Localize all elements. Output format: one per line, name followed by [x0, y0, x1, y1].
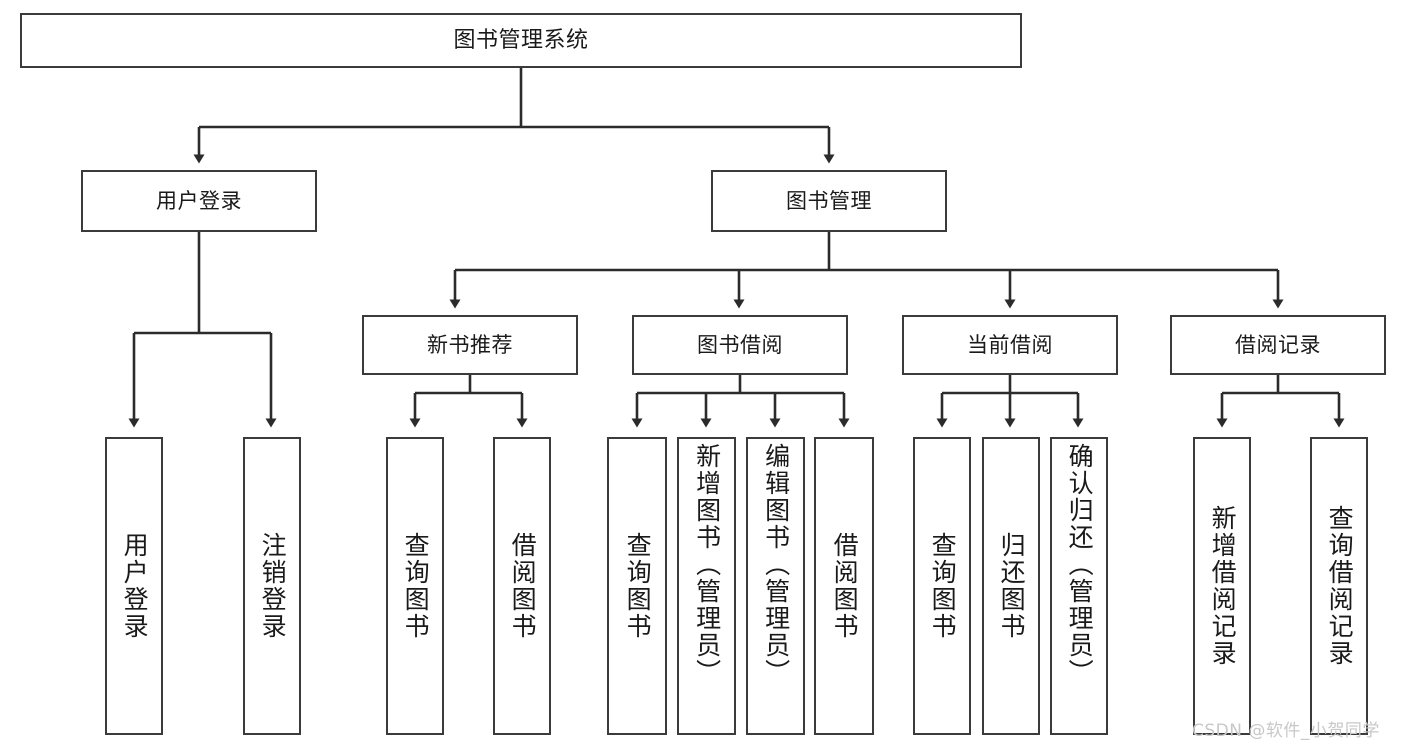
- node-label: 借阅图书: [830, 532, 860, 640]
- node-label: 归还图书: [997, 532, 1027, 640]
- node-current-borrow[interactable]: 当前借阅: [902, 315, 1118, 375]
- leaf-edit-book-admin[interactable]: 编辑图书（管理员）: [746, 437, 805, 735]
- node-label: 查询借阅记录: [1325, 505, 1355, 667]
- node-label: 查询图书: [401, 532, 431, 640]
- leaf-add-borrow-record[interactable]: 新增借阅记录: [1193, 437, 1251, 735]
- node-label: 用户登录: [120, 532, 150, 640]
- node-label: 当前借阅: [967, 332, 1053, 357]
- leaf-borrow-book[interactable]: 借阅图书: [814, 437, 874, 735]
- leaf-confirm-return-admin[interactable]: 确认归还（管理员）: [1050, 437, 1108, 735]
- node-label: 借阅图书: [508, 532, 538, 640]
- node-label: 查询图书: [928, 532, 958, 640]
- node-label: 新增借阅记录: [1208, 505, 1238, 667]
- leaf-add-book-admin[interactable]: 新增图书（管理员）: [677, 437, 736, 735]
- node-root-system[interactable]: 图书管理系统: [20, 13, 1022, 68]
- leaf-logout[interactable]: 注销登录: [243, 437, 301, 735]
- leaf-return-book[interactable]: 归还图书: [982, 437, 1040, 735]
- node-label: 图书借阅: [697, 332, 783, 357]
- node-label: 新增图书（管理员）: [692, 443, 722, 686]
- node-label: 确认归还（管理员）: [1065, 443, 1095, 686]
- leaf-query-book-new[interactable]: 查询图书: [386, 437, 444, 735]
- leaf-query-book-borrow[interactable]: 查询图书: [607, 437, 667, 735]
- leaf-borrow-book-new[interactable]: 借阅图书: [493, 437, 551, 735]
- node-label: 图书管理系统: [453, 27, 589, 53]
- node-label: 查询图书: [623, 532, 653, 640]
- node-book-borrow[interactable]: 图书借阅: [632, 315, 848, 375]
- node-label: 注销登录: [258, 532, 288, 640]
- node-label: 用户登录: [156, 188, 242, 213]
- leaf-query-book-current[interactable]: 查询图书: [913, 437, 971, 735]
- node-book-management[interactable]: 图书管理: [711, 170, 947, 232]
- node-label: 图书管理: [786, 188, 872, 213]
- leaf-query-borrow-record[interactable]: 查询借阅记录: [1310, 437, 1368, 735]
- node-label: 编辑图书（管理员）: [761, 443, 791, 686]
- node-label: 借阅记录: [1235, 332, 1321, 357]
- node-new-book-recommend[interactable]: 新书推荐: [362, 315, 578, 375]
- leaf-user-login[interactable]: 用户登录: [105, 437, 163, 735]
- node-user-login[interactable]: 用户登录: [81, 170, 317, 232]
- node-borrow-records[interactable]: 借阅记录: [1170, 315, 1386, 375]
- csdn-watermark: CSDN @软件_小贺同学: [1192, 721, 1380, 741]
- node-label: 新书推荐: [427, 332, 513, 357]
